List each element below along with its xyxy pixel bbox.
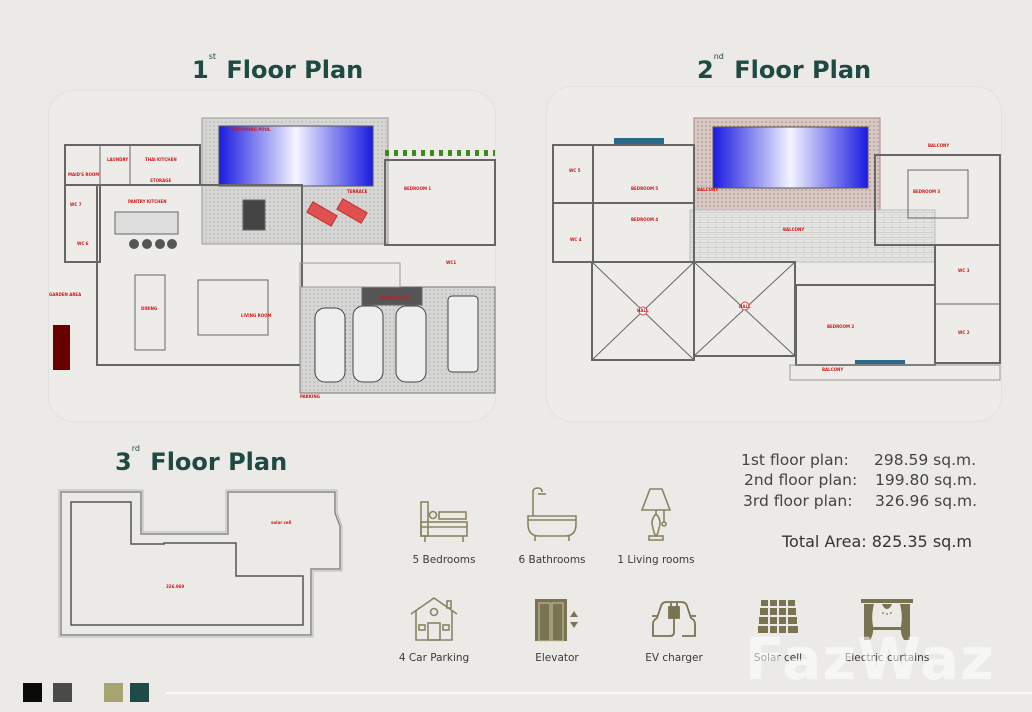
svg-text:WC 4: WC 4: [570, 237, 582, 242]
svg-text:BEDROOM 2: BEDROOM 2: [827, 324, 854, 329]
feature-bedrooms: 5 Bedrooms: [389, 500, 499, 566]
footer-divider: [166, 692, 1032, 694]
watermark-logo: FazWaz: [745, 625, 995, 693]
area-row-2: 2nd floor plan:199.80 sq.m.: [744, 471, 978, 489]
svg-text:BEDROOM 4: BEDROOM 4: [631, 217, 658, 222]
svg-text:THAI KITCHEN: THAI KITCHEN: [145, 157, 177, 162]
svg-text:BEDROOM 3: BEDROOM 3: [913, 189, 940, 194]
svg-text:LAUNDRY: LAUNDRY: [107, 157, 128, 162]
color-swatch-olive: [104, 683, 123, 702]
svg-text:BALCONY: BALCONY: [822, 367, 843, 372]
svg-text:TERRACE: TERRACE: [347, 189, 368, 194]
svg-text:WC 5: WC 5: [569, 168, 581, 173]
area-row-1: 1st floor plan:298.59 sq.m.: [741, 451, 977, 469]
svg-text:BALCONY: BALCONY: [697, 187, 718, 192]
floor1-room-labels: SWIMMING POOL TERRACE BEDROOM 1 MAID'S R…: [49, 127, 456, 399]
svg-text:WC1: WC1: [446, 260, 456, 265]
area-row-3: 3rd floor plan:326.96 sq.m.: [743, 492, 978, 510]
lamp-icon: [640, 488, 672, 541]
bed-icon: [420, 501, 468, 542]
color-swatch-black: [23, 683, 42, 702]
svg-text:solar cell: solar cell: [271, 520, 292, 525]
feature-living-rooms: 1 Living rooms: [601, 486, 711, 566]
svg-text:PARKING: PARKING: [300, 394, 320, 399]
color-swatch-teal: [130, 683, 149, 702]
svg-text:WHEELCHAIR: WHEELCHAIR: [380, 295, 410, 300]
floor3-plan: [58, 489, 343, 638]
svg-text:DINING: DINING: [141, 306, 157, 311]
ev-charger-icon: [652, 601, 696, 637]
svg-text:SWIMMING POOL: SWIMMING POOL: [232, 127, 271, 132]
floor2-room-labels: WC 5 BEDROOM 5 BALCONY BEDROOM 4 WC 4 BA…: [569, 143, 970, 372]
elevator-icon: [535, 599, 578, 642]
floor2-title: 2nd Floor Plan: [697, 52, 872, 84]
svg-text:BALCONY: BALCONY: [783, 227, 804, 232]
house-icon: [410, 597, 458, 641]
solar-panel-icon: [758, 600, 798, 633]
feature-solar-cell: Solar cell: [723, 598, 833, 664]
svg-text:BALCONY: BALCONY: [928, 143, 949, 148]
svg-text:WC 6: WC 6: [77, 241, 89, 246]
svg-text:HALL: HALL: [739, 304, 751, 309]
feature-car-parking: 4 Car Parking: [379, 596, 489, 664]
svg-text:WC 3: WC 3: [958, 268, 970, 273]
curtains-icon: [861, 599, 913, 640]
svg-text:BEDROOM 1: BEDROOM 1: [404, 186, 431, 191]
floor1-plan: [53, 117, 496, 394]
svg-text:LIVING ROOM: LIVING ROOM: [241, 313, 272, 318]
color-swatch-gray: [53, 683, 72, 702]
feature-elevator: Elevator: [502, 598, 612, 664]
floor3-room-labels: solar cell 326.969: [166, 520, 292, 589]
svg-text:MAID'S ROOM: MAID'S ROOM: [68, 172, 99, 177]
svg-text:BEDROOM 5: BEDROOM 5: [631, 186, 658, 191]
svg-text:WC 7: WC 7: [70, 202, 82, 207]
svg-text:HALL: HALL: [637, 308, 649, 313]
feature-ev-charger: EV charger: [619, 598, 729, 664]
floor1-title: 1st Floor Plan: [192, 52, 364, 84]
total-area: Total Area: 825.35 sq.m: [782, 532, 972, 551]
svg-text:326.969: 326.969: [166, 584, 184, 589]
svg-text:STORAGE: STORAGE: [150, 178, 171, 183]
svg-text:WC 2: WC 2: [958, 330, 970, 335]
svg-text:PANTRY KITCHEN: PANTRY KITCHEN: [128, 199, 167, 204]
feature-bathrooms: 6 Bathrooms: [497, 486, 607, 566]
floor3-title: 3rd Floor Plan: [115, 444, 288, 476]
svg-text:GARDEN AREA: GARDEN AREA: [49, 292, 82, 297]
floor2-plan: [552, 117, 1001, 381]
feature-electric-curtains: Electric curtains: [832, 598, 942, 664]
bathtub-icon: [527, 487, 577, 541]
